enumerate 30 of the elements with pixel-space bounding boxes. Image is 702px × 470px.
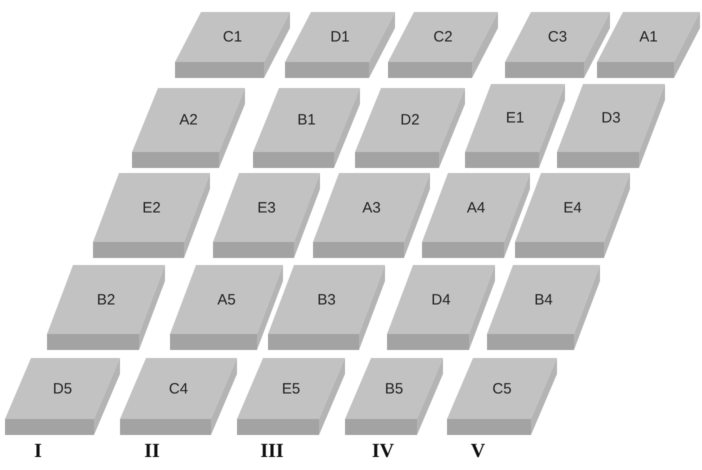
block-label: B3 bbox=[317, 291, 336, 308]
block-label: C5 bbox=[492, 380, 512, 397]
block-label: B5 bbox=[384, 380, 404, 397]
column-label: V bbox=[470, 440, 486, 463]
block-label: C1 bbox=[222, 28, 242, 46]
block-label: E2 bbox=[142, 199, 161, 216]
block-label: C2 bbox=[433, 28, 453, 46]
block-label: A3 bbox=[362, 199, 381, 216]
block-label: D5 bbox=[52, 380, 72, 397]
block-label: A1 bbox=[639, 28, 658, 46]
block-label: B4 bbox=[534, 291, 553, 308]
block-label: D2 bbox=[400, 112, 420, 128]
block-label: C4 bbox=[168, 380, 188, 397]
block-label: E4 bbox=[563, 199, 582, 216]
block-label: A5 bbox=[217, 291, 236, 308]
column-label: III bbox=[260, 440, 284, 463]
block-label: E3 bbox=[257, 199, 276, 216]
block-label: D3 bbox=[601, 110, 621, 126]
column-label: IV bbox=[372, 440, 394, 463]
column-label: I bbox=[34, 440, 42, 463]
block-label: D4 bbox=[431, 291, 451, 308]
block-label: B2 bbox=[96, 291, 116, 308]
block-label: C3 bbox=[548, 28, 568, 46]
block-label: E1 bbox=[506, 110, 524, 126]
column-label: II bbox=[144, 440, 160, 463]
block-label: D1 bbox=[330, 28, 350, 46]
block-label: E5 bbox=[282, 380, 300, 397]
block-label: A4 bbox=[466, 199, 486, 216]
block-label: A2 bbox=[179, 112, 198, 128]
block-label: B1 bbox=[297, 112, 316, 128]
